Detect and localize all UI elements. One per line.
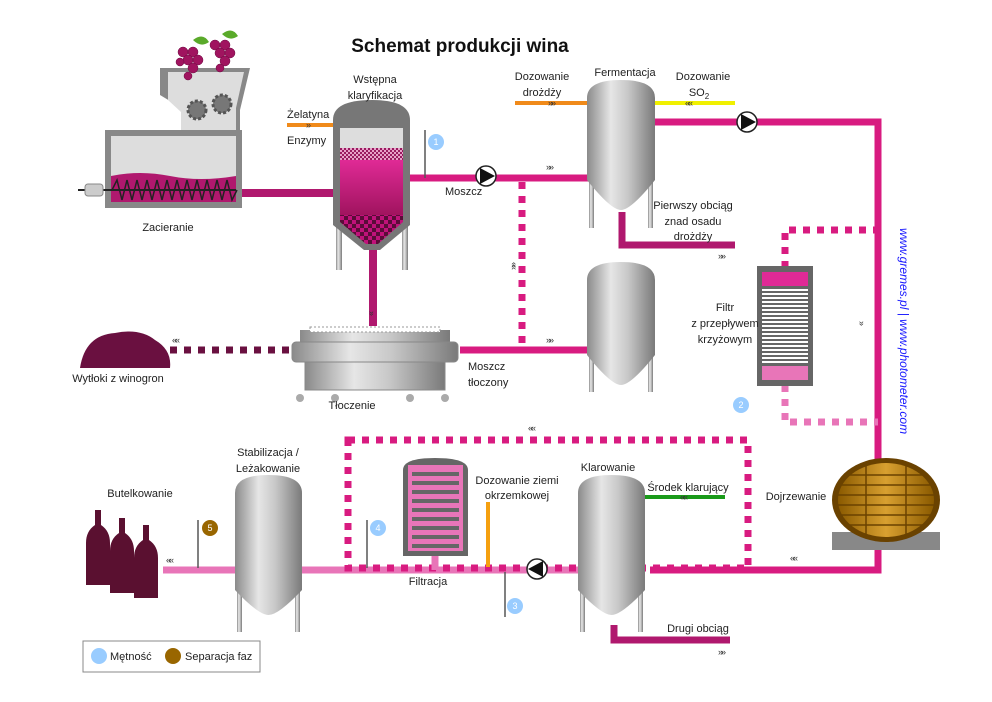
flow-arrow: «« <box>680 492 688 502</box>
sensor-4: 4 <box>366 520 386 568</box>
bottles-icon <box>86 510 158 598</box>
flow-arrow: «« <box>528 423 536 433</box>
label-pressed-must-2: tłoczony <box>468 377 509 389</box>
crusher: Zacieranie <box>78 30 250 234</box>
label-fining-agent: Środek klarujący <box>647 481 729 494</box>
label-first-racking-3: drożdży <box>674 231 713 243</box>
flow-arrow: » <box>857 321 867 326</box>
pipe-first-racking <box>618 212 735 249</box>
fermentation-tank <box>587 80 655 228</box>
flow-arrow: «« <box>790 553 798 563</box>
sensor-icon <box>507 598 523 614</box>
label-filtration: Filtracja <box>409 576 448 588</box>
sensor-number: 5 <box>207 523 212 533</box>
flow-arrow: »» <box>546 335 554 345</box>
label-crushing: Zacieranie <box>142 222 193 234</box>
label-so2-dosing-2: SO2 <box>689 87 710 101</box>
label-pressed-must-1: Moszcz <box>468 361 505 373</box>
label-bottling: Butelkowanie <box>107 488 172 500</box>
label-pressing: Tłoczenie <box>328 400 375 412</box>
sensor-number: 3 <box>512 601 517 611</box>
pipe-filter-out-dotted <box>781 385 878 426</box>
flow-arrow: »» <box>548 98 556 108</box>
label-filter-1: Filtr <box>716 302 735 314</box>
barrel <box>832 458 940 550</box>
pipes <box>163 101 882 644</box>
flow-arrow: »» <box>508 262 518 270</box>
label-second-racking: Drugi obciąg <box>667 623 729 635</box>
tanks <box>235 80 655 632</box>
flow-arrow: »» <box>718 647 726 657</box>
pipe-filtration-bypass-dotted <box>344 436 752 572</box>
turbidity-legend-icon <box>91 648 107 664</box>
label-fining: Klarowanie <box>581 462 635 474</box>
label-first-racking-2: znad osadu <box>665 216 722 228</box>
label-filter-2: z przepływem <box>691 318 758 330</box>
sensor-icon <box>202 520 218 536</box>
label-first-racking-1: Pierwszy obciąg <box>653 200 732 212</box>
legend-turbidity: Mętność <box>110 651 152 663</box>
sensor-icon <box>370 520 386 536</box>
pump-icon <box>526 558 548 580</box>
sensor-5: 5 <box>197 520 218 568</box>
label-enzymes: Enzymy <box>287 135 327 147</box>
diatomaceous-earth-filter <box>403 458 468 556</box>
phase-separation-legend-icon <box>165 648 181 664</box>
sensor-icon <box>428 134 444 150</box>
sensor-1: 1 <box>424 130 444 178</box>
pipe-second-racking <box>610 625 730 644</box>
flow-arrow: «« <box>172 335 180 345</box>
flow-arrow: «« <box>166 555 174 565</box>
pipe-fermentation-to-maturation <box>650 118 882 574</box>
label-so2-dosing-1: Dozowanie <box>676 71 730 83</box>
cross-flow-filter <box>757 266 813 386</box>
label-stabilization-2: Leżakowanie <box>236 463 300 475</box>
storage-tank <box>587 262 655 392</box>
label-pre-clarification-1: Wstępna <box>353 74 397 86</box>
label-pre-clarification-2: klaryfikacja <box>348 90 403 102</box>
pre-clarification-tank: Wstępna klaryfikacja Żelatyna Enzymy » <box>287 74 410 270</box>
sensor-icon <box>733 397 749 413</box>
label-diatomaceous-dosing-1: Dozowanie ziemi <box>475 475 558 487</box>
flow-arrow: » <box>367 311 377 316</box>
sensor-3: 3 <box>504 572 523 617</box>
label-yeast-dosing-1: Dozowanie <box>515 71 569 83</box>
legend: Mętność Separacja faz <box>82 640 261 673</box>
legend-phase-separation: Separacja faz <box>185 651 252 663</box>
label-pomace: Wytłoki z winogron <box>72 373 164 385</box>
label-yeast-dosing-2: drożdży <box>523 87 562 99</box>
label-filter-3: krzyżowym <box>698 334 752 346</box>
sensor-number: 2 <box>738 400 743 410</box>
sensor-number: 4 <box>375 523 380 533</box>
fining-tank <box>578 475 645 632</box>
pipe-filter-in-dotted <box>781 226 878 268</box>
label-diatomaceous-dosing-2: okrzemkowej <box>485 490 549 502</box>
label-fermentation: Fermentacja <box>594 67 656 79</box>
label-gelatin: Żelatyna <box>287 108 330 121</box>
sensor-2: 2 <box>733 397 749 413</box>
flow-arrow: »» <box>546 162 554 172</box>
stabilization-tank <box>235 475 302 632</box>
gear-icon <box>211 93 233 115</box>
label-maturation: Dojrzewanie <box>766 491 827 503</box>
pump-icon <box>475 165 497 187</box>
flow-arrow: »» <box>718 251 726 261</box>
diagram-title: Schemat produkcji wina <box>351 36 569 57</box>
pomace-pile <box>80 331 171 368</box>
flow-arrow: «« <box>685 98 693 108</box>
label-stabilization-1: Stabilizacja / <box>237 447 300 459</box>
sensor-number: 1 <box>433 137 438 147</box>
pump-icon <box>736 111 758 133</box>
website-url[interactable]: www.gremes.pl | www.photometer.com <box>897 228 911 434</box>
wine-press: Tłoczenie » <box>291 311 459 412</box>
grapes-icon <box>175 30 238 81</box>
gear-icon <box>186 99 208 121</box>
label-must: Moszcz <box>445 186 482 198</box>
